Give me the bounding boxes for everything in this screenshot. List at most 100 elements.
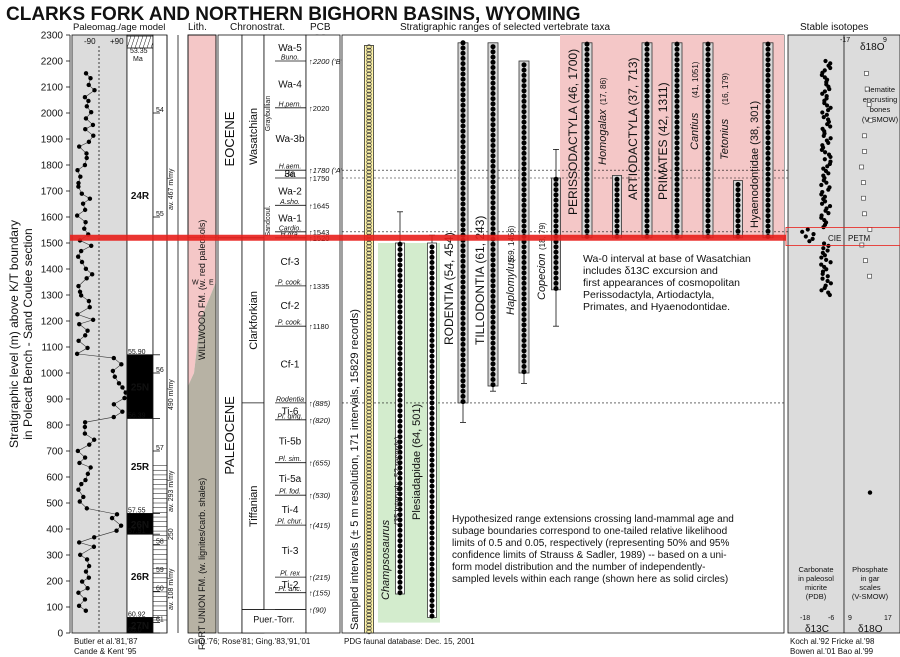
range-point-champ: [397, 397, 403, 403]
range-point-hyaeno: [765, 161, 771, 167]
range-point-primates: [674, 119, 680, 125]
carbon-isotope-point: [824, 257, 829, 262]
range-point-periss: [584, 176, 590, 182]
zone-taxon: Pl. anc.: [278, 586, 301, 593]
paleomag-point: [86, 98, 91, 104]
sampled-interval-point: [366, 591, 372, 598]
label-champ: Champsosaurus: [380, 519, 392, 600]
subage-graybullian: Graybullian: [265, 96, 272, 132]
carbon-isotope-point: [824, 94, 829, 99]
range-point-plesi: [429, 327, 435, 333]
sampled-interval-point: [366, 54, 372, 60]
range-point-copecion: [553, 249, 559, 255]
oxygen-isotope-point: [862, 149, 867, 154]
range-point-tillo: [490, 215, 496, 221]
sampled-interval-point: [366, 477, 372, 483]
epoch-column: [217, 34, 243, 634]
lith-w: W: [192, 280, 199, 287]
range-point-cantius: [705, 218, 711, 224]
rate-467: av. 467 m/my: [168, 168, 175, 210]
range-point-cantius: [705, 130, 711, 135]
range-point-rodentia: [460, 40, 466, 46]
sampled-interval-point: [366, 433, 372, 439]
range-point-periss: [584, 67, 590, 73]
source-isotopes-1: Koch al.'92 Fricke al.'98: [790, 637, 875, 646]
range-point-primates: [674, 213, 680, 219]
zone-Ti-5b: Ti-5b: [279, 436, 302, 447]
range-point-artio: [644, 192, 650, 198]
range-point-champ: [397, 314, 403, 320]
sampled-interval-point: [366, 71, 372, 77]
range-point-hyaeno: [765, 124, 771, 130]
sampled-interval-point: [366, 277, 372, 283]
sampled-interval-point: [366, 355, 372, 361]
carbon-isotope-point: [822, 218, 827, 223]
range-point-champ: [397, 247, 403, 252]
range-point-copecion: [553, 218, 559, 224]
range-point-haplo: [521, 223, 527, 229]
range-point-haplo: [521, 202, 527, 208]
range-point-champ: [397, 408, 403, 414]
paleomag-point: [92, 535, 97, 540]
paleomag-point: [114, 528, 119, 533]
carbon-isotope-point: [821, 246, 826, 251]
range-point-hyaeno: [765, 72, 771, 78]
sampled-interval-point: [366, 179, 372, 185]
range-point-champ: [397, 351, 403, 356]
sampled-interval-point: [366, 135, 372, 141]
paleomag-point: [88, 109, 94, 115]
y-axis-label: Stratigraphic level (m) above K/T bounda…: [7, 220, 21, 448]
nalma-0: Wasatchian: [248, 108, 260, 165]
sampled-interval-point: [366, 64, 372, 70]
oxygen-isotope-point: [861, 195, 866, 201]
range-point-tillo: [490, 44, 496, 50]
chart-title: CLARKS FORK AND NORTHERN BIGHORN BASINS,…: [6, 4, 581, 25]
range-point-champ: [397, 257, 403, 263]
paleomag-point: [90, 122, 96, 128]
carbon-isotope-point: [828, 260, 833, 265]
paleomag-header: Paleomag./age model: [73, 22, 165, 33]
y-tick-label: 100: [46, 603, 63, 614]
range-point-tillo: [490, 299, 496, 304]
paleomag-point: [89, 272, 95, 277]
range-point-plesi: [429, 343, 435, 349]
paleomag-point: [82, 597, 88, 602]
range-point-copecion: [553, 176, 559, 182]
sampled-interval-point: [366, 199, 372, 205]
range-point-primates: [674, 104, 680, 109]
sampled-interval-point: [366, 372, 372, 378]
range-point-plesi: [429, 509, 435, 515]
range-point-tillo: [490, 262, 496, 268]
paleomag-point: [83, 127, 88, 132]
carbon-isotope-point: [821, 166, 826, 171]
sampled-interval-point: [366, 118, 372, 124]
range-point-hyaeno: [765, 150, 771, 156]
range-point-plesi: [429, 348, 435, 354]
paleomag-point: [85, 586, 90, 591]
chrono-header: Chronostrat.: [230, 22, 285, 33]
range-point-artio: [644, 46, 650, 52]
carbon-isotope-point: [828, 281, 834, 286]
sampled-interval-point: [366, 88, 372, 94]
range-point-tillo: [490, 288, 496, 294]
y-tick-label: 1300: [41, 291, 64, 302]
range-point-plesi: [429, 520, 435, 525]
paleomag-point: [75, 448, 81, 454]
chron-25N: [126, 354, 154, 419]
paleomag-point: [77, 499, 82, 504]
paleomag-point: [77, 552, 83, 558]
range-point-primates: [674, 187, 680, 193]
rate-250: 250: [168, 528, 175, 540]
range-point-champ: [397, 486, 403, 492]
isotope-bottom-left: δ13C: [805, 624, 829, 635]
label-primates: PRIMATES (42, 1311): [656, 82, 670, 200]
range-point-tillo: [490, 49, 496, 55]
carbon-isotope-point: [825, 278, 830, 284]
paleomag-point: [83, 608, 89, 613]
range-point-artio: [644, 218, 650, 224]
range-point-periss: [584, 46, 590, 52]
paleomag-point: [111, 414, 116, 420]
sampled-interval-point: [366, 128, 372, 135]
range-point-rodentia: [460, 347, 466, 353]
paleomag-point: [112, 374, 118, 379]
